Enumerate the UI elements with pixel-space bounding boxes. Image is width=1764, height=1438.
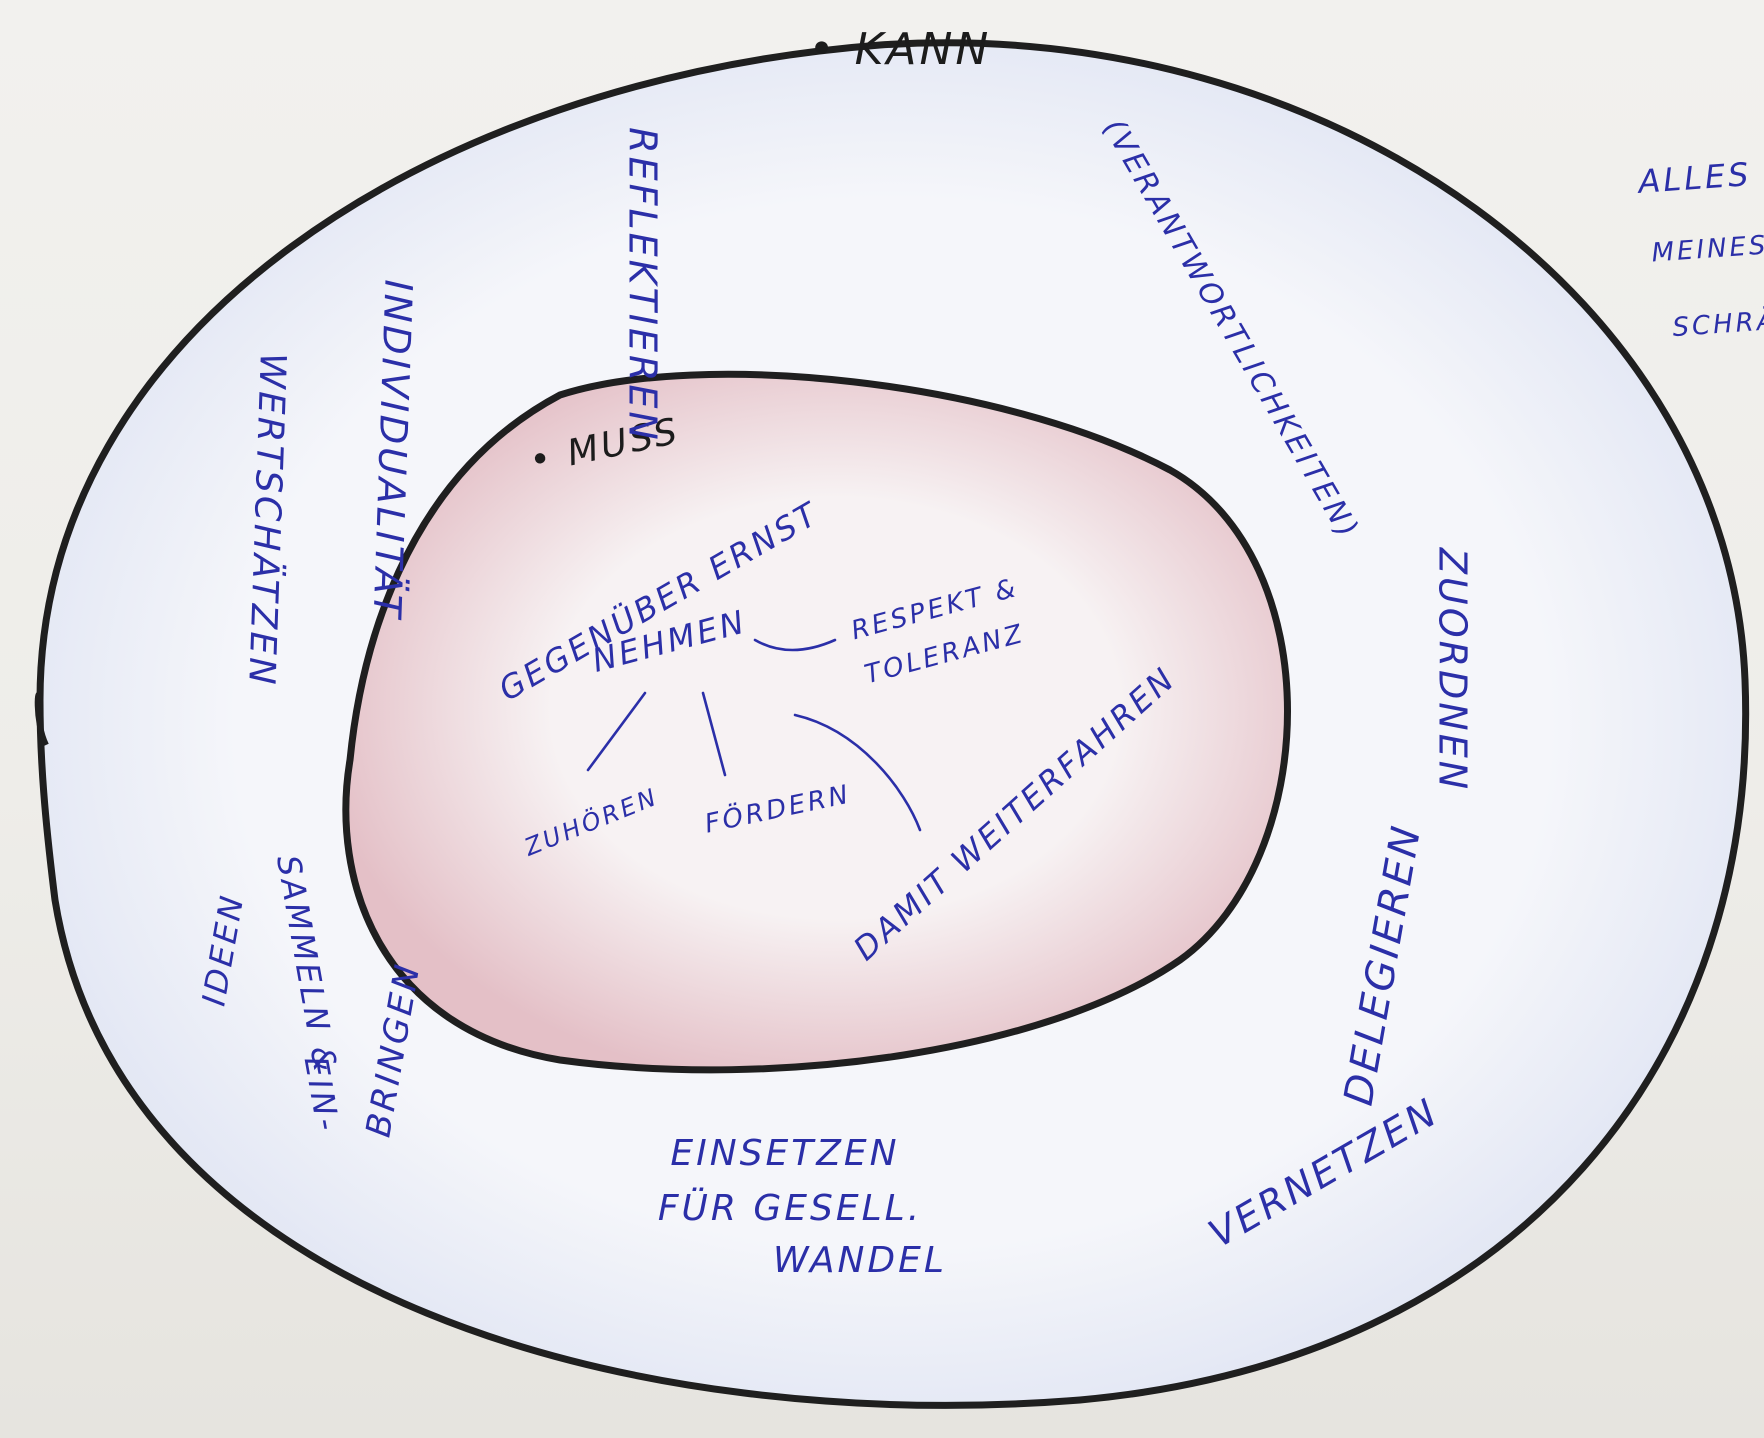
word-einsetzen-2: FÜR GESELL.: [658, 1187, 922, 1229]
word-einsetzen-1: EINSETZEN: [670, 1133, 899, 1174]
connector-nehmen-respekt: [753, 638, 837, 652]
side-note-line1: ALLES: [1635, 155, 1752, 201]
connector-nehmen-weiterfahren: [793, 713, 922, 832]
kann-label: • KANN: [809, 24, 992, 75]
word-reflektieren: REFLEKTIEREN: [621, 127, 665, 443]
outer-circle-overlap-stroke: [34, 691, 49, 747]
word-zuordnen: ZUORDNEN: [1431, 547, 1475, 792]
side-note-line3: SCHRÄ: [1671, 304, 1764, 343]
side-note-line2: MEINES: [1651, 230, 1764, 268]
connector-nehmen-zuhoeren: [586, 691, 647, 772]
word-einsetzen-3: WANDEL: [773, 1240, 947, 1281]
connector-nehmen-foerdern: [701, 691, 727, 777]
